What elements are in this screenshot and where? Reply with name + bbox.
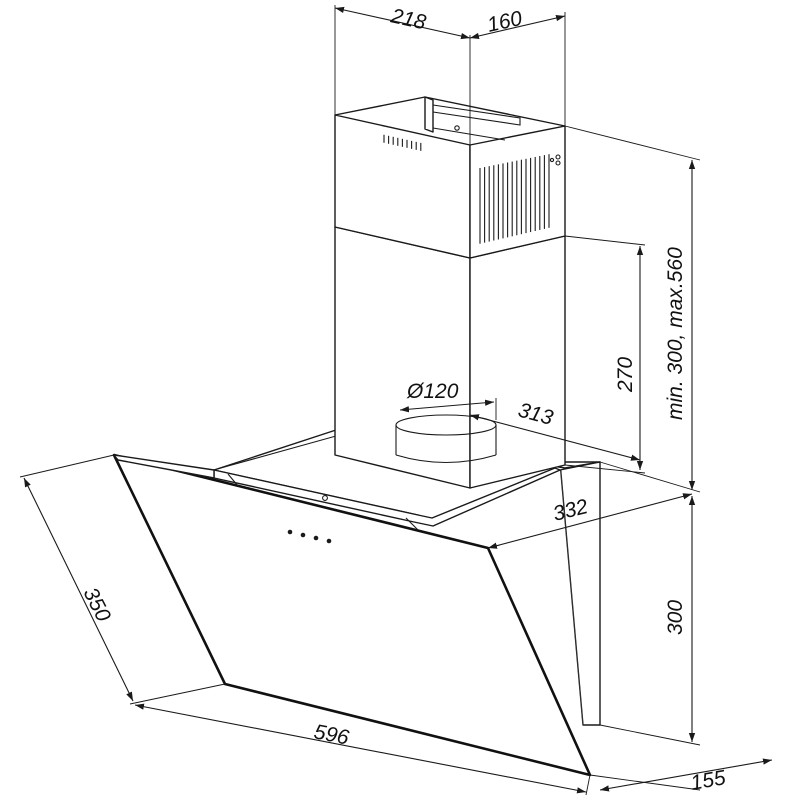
dim-line-155: [599, 758, 773, 792]
dim-line-218: [334, 6, 471, 40]
control-button-icon: [313, 535, 319, 541]
label-chimney-side-depth: 160: [485, 7, 524, 37]
dim-line-332: [487, 493, 693, 549]
trim-screw-icon: [322, 495, 328, 501]
upper-chimney: [334, 96, 566, 259]
left-trim: [113, 454, 215, 479]
label-chimney-front-width: 218: [388, 4, 428, 34]
label-chimney-height-range: min. 300, max.560: [664, 247, 687, 420]
hood-body: [112, 429, 601, 777]
control-button-icon: [300, 532, 306, 538]
mounting-bracket: [424, 96, 434, 133]
control-button-icon: [326, 538, 332, 544]
label-lower-chimney-height: 270: [614, 357, 637, 393]
label-duct-diameter: Ø120: [406, 380, 459, 403]
dim-line-350: [23, 477, 134, 702]
lower-chimney: [334, 226, 566, 489]
dim-line-313: [469, 414, 641, 461]
label-bottom-depth: 155: [689, 766, 728, 795]
control-button-icon: [287, 529, 293, 535]
dim-line-160: [469, 14, 566, 40]
lower-chimney-side: [469, 235, 566, 489]
dim-line-diameter: [399, 399, 495, 413]
label-hood-height: 300: [664, 600, 687, 635]
dim-line-596: [134, 703, 587, 794]
side-vent-slots: [479, 154, 550, 244]
label-glass-panel-length: 350: [79, 584, 116, 626]
dimension-lines: [23, 6, 773, 794]
front-vent-slots: [383, 134, 422, 151]
control-buttons: [287, 529, 332, 544]
lower-chimney-front: [334, 226, 471, 489]
label-hood-width: 596: [312, 720, 351, 749]
